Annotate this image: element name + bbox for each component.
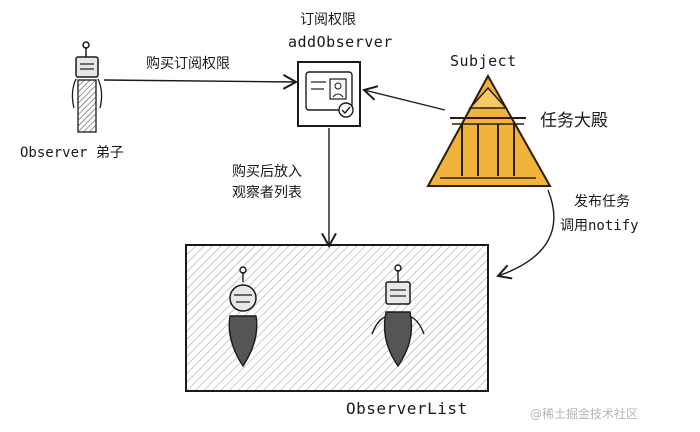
observer-figure-1	[228, 266, 258, 368]
subject-label: Subject	[450, 52, 517, 70]
subscribe-method: addObserver	[288, 33, 393, 51]
temple-icon	[426, 73, 552, 187]
observer-label: Observer 弟子	[20, 145, 124, 161]
watermark: @稀土掘金技术社区	[530, 406, 638, 421]
observer-list-label: ObserverList	[346, 399, 468, 418]
notify-arrow	[496, 189, 555, 280]
observer-figure-2	[371, 264, 425, 368]
subscribe-title: 订阅权限	[300, 12, 356, 28]
subscribe-edge-label: 购买订阅权限	[146, 56, 230, 72]
notify-line2: 调用notify	[560, 218, 639, 234]
notify-line1: 发布任务	[574, 194, 630, 210]
subscribe-arrow	[103, 74, 299, 90]
subject-name: 任务大殿	[540, 111, 608, 131]
add-to-list-line2: 观察者列表	[232, 184, 302, 201]
subscription-card-icon	[297, 61, 361, 127]
add-to-list-line1: 购买后放入	[232, 164, 302, 180]
observer-list-box	[185, 244, 489, 392]
subject-to-subscription-arrow	[362, 85, 446, 111]
observer-robot-icon	[71, 41, 103, 133]
